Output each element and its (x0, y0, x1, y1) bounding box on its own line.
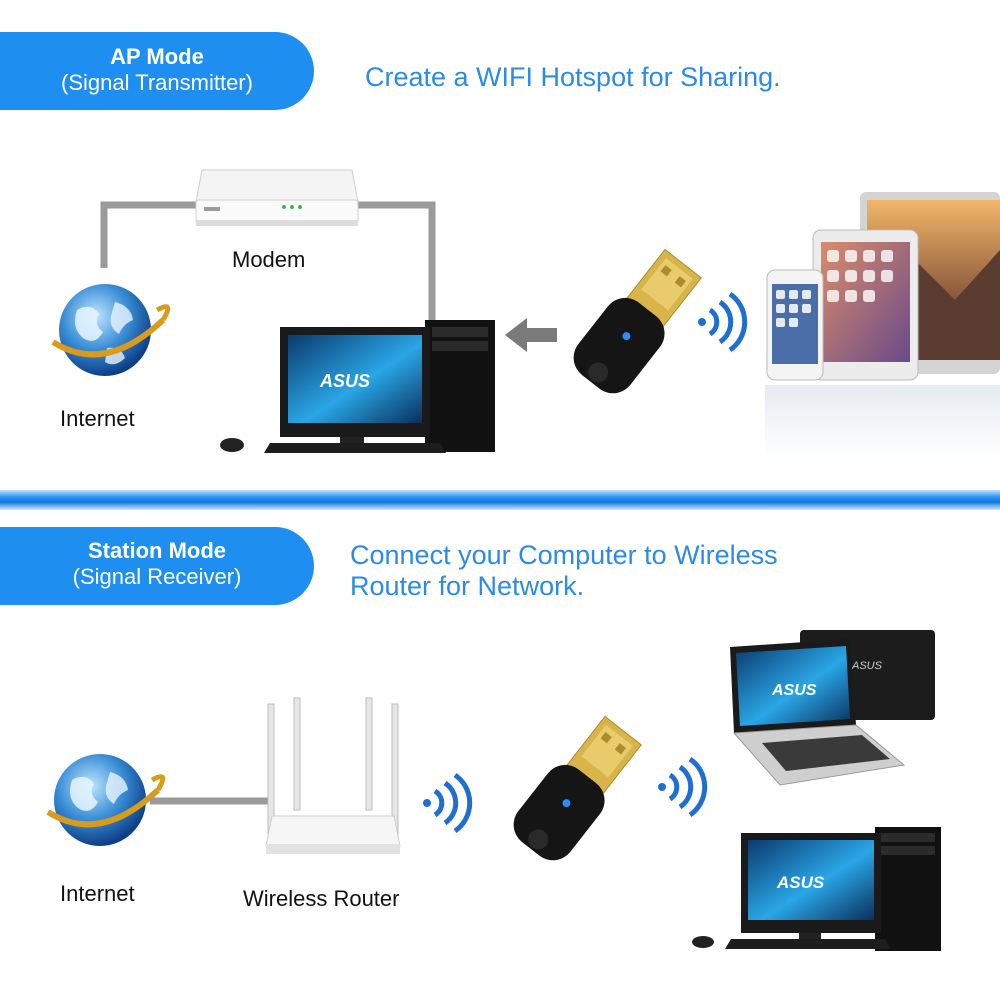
globe-icon (51, 284, 171, 376)
station-mode-subtitle: (Signal Receiver) (72, 564, 242, 589)
svg-text:ASUS: ASUS (771, 682, 817, 699)
station-cable (150, 797, 268, 805)
ap-cables (100, 201, 436, 330)
wifi-signal-icon (698, 291, 748, 353)
laptops-icon: ASUS ASUS (730, 630, 935, 786)
wireless-router-icon (265, 697, 401, 854)
station-headline-line2: Router for Network. (350, 571, 585, 601)
section-divider (0, 490, 1000, 510)
globe-icon (46, 754, 166, 846)
station-mode-title: Station Mode (87, 538, 227, 563)
ap-mode-subtitle: (Signal Transmitter) (61, 70, 253, 95)
ap-mode-headline: Create a WIFI Hotspot for Sharing. (365, 62, 781, 92)
wifi-signal-icon (658, 756, 708, 818)
wifi-signal-icon (423, 772, 473, 834)
svg-text:ASUS: ASUS (851, 660, 883, 672)
devices-laptop-tablet-phone-icon (765, 192, 1000, 460)
svg-text:ASUS: ASUS (776, 873, 825, 892)
station-mode-headline: Connect your Computer to Wireless Router… (350, 540, 778, 602)
modem-icon (195, 169, 359, 226)
usb-wifi-adapter-icon (513, 715, 642, 861)
desktop-computer-icon: ASUS (692, 827, 941, 951)
desktop-computer-icon: ASUS (220, 320, 495, 453)
usb-wifi-adapter-icon (573, 248, 702, 394)
svg-text:ASUS: ASUS (319, 371, 370, 391)
ap-mode-badge: AP Mode (Signal Transmitter) (0, 32, 314, 110)
station-headline-line1: Connect your Computer to Wireless (350, 540, 778, 570)
ap-mode-title: AP Mode (110, 44, 204, 69)
wireless-router-label: Wireless Router (243, 886, 400, 911)
arrow-left-icon (505, 318, 557, 352)
ap-internet-label: Internet (60, 406, 135, 431)
modem-label: Modem (232, 247, 306, 272)
station-internet-label: Internet (60, 881, 135, 906)
station-mode-badge: Station Mode (Signal Receiver) (0, 527, 314, 605)
